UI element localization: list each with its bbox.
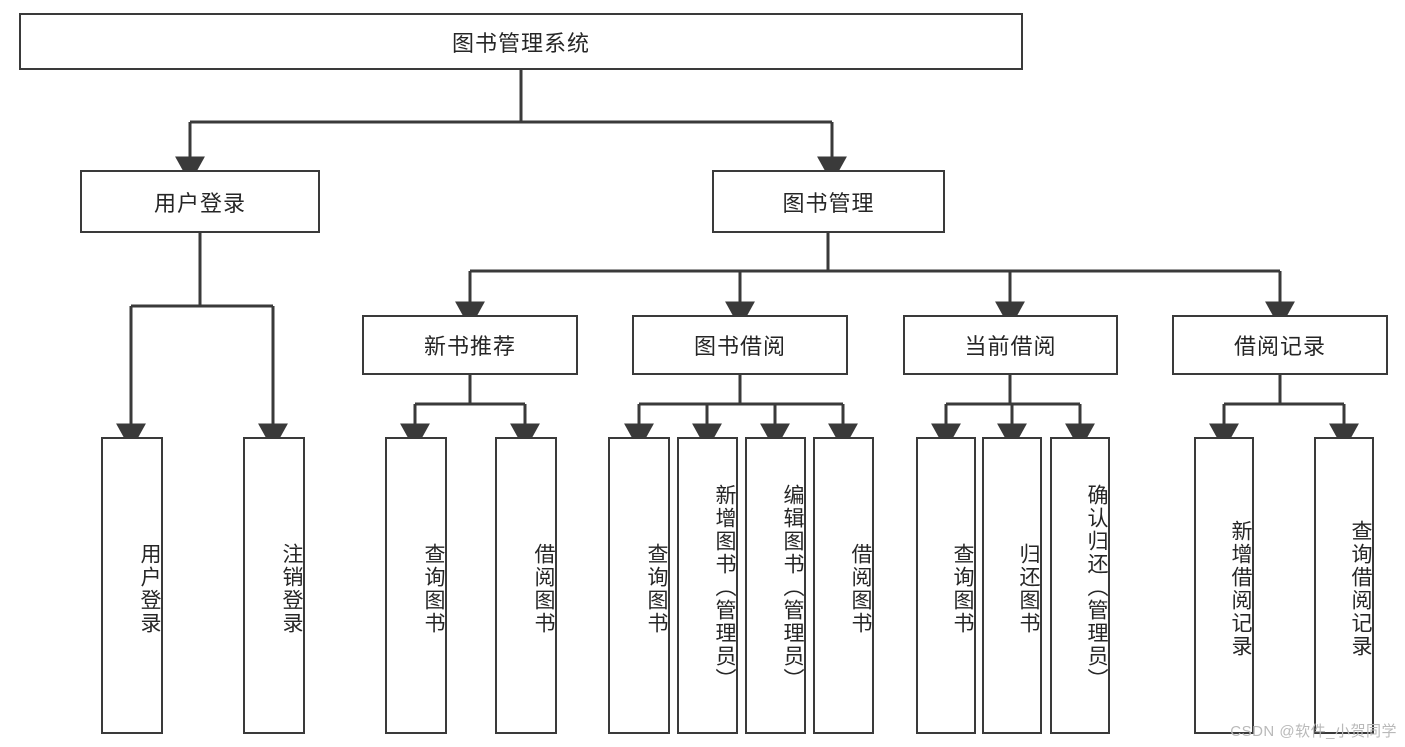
leaf-query-borrow-record[interactable]: 查询借阅记录 [1314,437,1374,734]
leaf-query-book-current[interactable]: 查询图书 [916,437,976,734]
leaf-add-borrow-record[interactable]: 新增借阅记录 [1194,437,1254,734]
node-root-system[interactable]: 图书管理系统 [19,13,1023,70]
leaf-query-book-borrow[interactable]: 查询图书 [608,437,670,734]
leaf-borrow-book-recommend[interactable]: 借阅图书 [495,437,557,734]
node-book-management[interactable]: 图书管理 [712,170,945,233]
csdn-watermark: CSDN @软件_小贺同学 [1230,723,1397,740]
node-user-login[interactable]: 用户登录 [80,170,320,233]
node-new-book-recommend[interactable]: 新书推荐 [362,315,578,375]
leaf-borrow-book[interactable]: 借阅图书 [813,437,874,734]
leaf-user-login[interactable]: 用户登录 [101,437,163,734]
node-book-borrow[interactable]: 图书借阅 [632,315,848,375]
leaf-confirm-return-admin[interactable]: 确认归还（管理员） [1050,437,1110,734]
leaf-add-book-admin[interactable]: 新增图书（管理员） [677,437,738,734]
leaf-return-book[interactable]: 归还图书 [982,437,1042,734]
leaf-query-book-recommend[interactable]: 查询图书 [385,437,447,734]
node-current-borrow[interactable]: 当前借阅 [903,315,1118,375]
leaf-edit-book-admin[interactable]: 编辑图书（管理员） [745,437,806,734]
leaf-user-logout[interactable]: 注销登录 [243,437,305,734]
node-borrow-records[interactable]: 借阅记录 [1172,315,1388,375]
